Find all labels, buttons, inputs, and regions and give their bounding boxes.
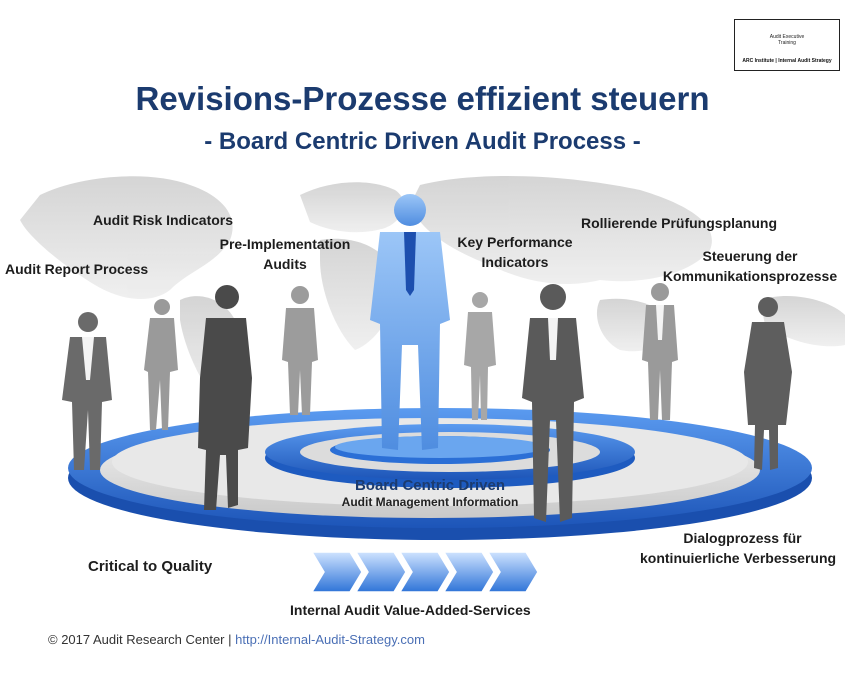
figure-man-right-back [642,283,678,420]
value-chain-arrows [310,551,539,593]
figure-man-left [62,312,112,470]
label-board-centric-line1: Board Centric Driven [354,477,506,494]
footer-link[interactable]: http://Internal-Audit-Strategy.com [235,632,425,647]
label-kpi-line2: Indicators [481,254,549,270]
label-audit-risk-indicators: Audit Risk Indicators [93,212,234,228]
label-key-performance-indicators: Key Performance Indicators [440,232,590,272]
label-audit-report-process: Audit Report Process [5,261,149,277]
page-subtitle: - Board Centric Driven Audit Process - [204,128,641,155]
figure-woman-front [198,285,252,510]
page-title: Revisions-Prozesse effizient steuern [135,80,710,117]
footer: © 2017 Audit Research Center | http://In… [48,632,425,647]
label-pre-implementation-line1: Pre-Implementation [219,236,351,252]
label-rollierende-pruefungsplanung: Rollierende Prüfungsplanung [581,215,778,231]
logo-line-2: Training [778,40,796,46]
label-pre-implementation: Pre-Implementation Audits [205,234,365,274]
ring-platform [68,408,812,540]
label-pre-implementation-line2: Audits [263,256,307,272]
figure-woman-left-back [144,299,178,430]
label-dialogprozess: Dialogprozess für kontinuierliche Verbes… [640,528,845,568]
logo-line-3: ARC Institute | Internal Audit Strategy [742,58,832,64]
figure-woman-center-back [464,292,496,420]
label-value-added-services: Internal Audit Value-Added-Services [290,602,531,618]
label-board-centric: Board Centric Driven Audit Management In… [305,476,555,509]
label-dialogprozess-line1: Dialogprozess für [683,530,802,546]
footer-copyright: © 2017 Audit Research Center | [48,632,236,647]
label-steuerung: Steuerung der Kommunikationsprozesse [655,246,845,286]
label-critical-to-quality: Critical to Quality [88,558,213,575]
label-steuerung-line1: Steuerung der [702,248,798,264]
figure-man-mid-back [282,286,318,415]
label-kpi-line1: Key Performance [457,234,573,250]
figure-woman-right [744,297,792,470]
logo-line-1: Audit Executive [769,34,805,40]
label-steuerung-line2: Kommunikationsprozesse [662,268,838,284]
logo-box: Audit Executive Training ARC Institute |… [734,19,840,71]
figure-man-front [522,284,584,522]
figure-center-leader [370,194,450,450]
label-board-centric-line2: Audit Management Information [341,495,519,509]
label-dialogprozess-line2: kontinuierliche Verbesserung [640,550,837,566]
